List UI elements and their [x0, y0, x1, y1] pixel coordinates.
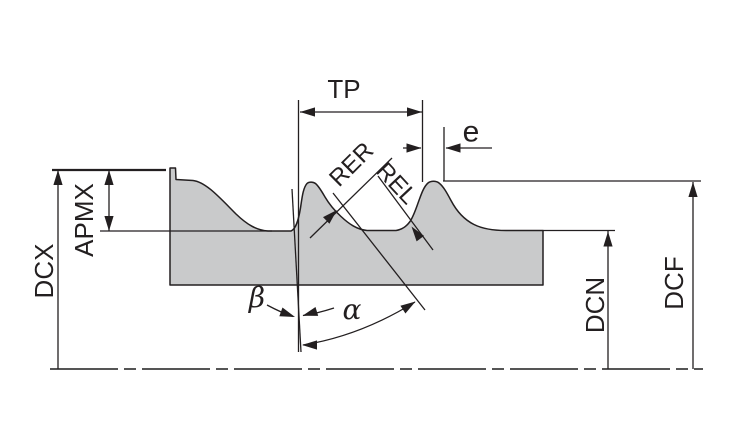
rel-arrowhead-icon: [411, 226, 425, 242]
dcn-arrowhead-icon: [603, 231, 613, 247]
rer-label: RER: [324, 137, 379, 192]
dcn-label: DCN: [580, 277, 610, 333]
tp-label: TP: [327, 74, 360, 104]
tp-right-arrowhead-icon: [407, 107, 422, 117]
rel-leader-line: [377, 175, 434, 251]
beta-label: β: [248, 281, 265, 314]
dcx-label: DCX: [29, 244, 59, 299]
rel-label: REL: [371, 157, 423, 210]
dcf-label: DCF: [659, 256, 689, 309]
beta-right-arrowhead-icon: [302, 307, 319, 316]
beta-left-arrowhead-icon: [279, 307, 295, 317]
tooth-profile-shape: [169, 167, 544, 286]
dcf-arrowhead-icon: [688, 182, 698, 197]
e-left-arrowhead-icon: [406, 143, 422, 153]
apmx-label: APMX: [69, 183, 99, 257]
tp-left-arrowhead-icon: [300, 107, 315, 117]
dcx-arrowhead-icon: [53, 170, 63, 185]
rer-leader-line: [309, 157, 393, 239]
alpha-flank-line: [332, 192, 426, 311]
alpha-right-arrowhead-icon: [400, 301, 416, 314]
alpha-left-arrowhead-icon: [302, 340, 317, 350]
apmx-top-arrowhead-icon: [104, 170, 114, 185]
rer-arrowhead-icon: [323, 210, 337, 224]
e-right-arrowhead-icon: [445, 143, 461, 153]
apmx-bottom-arrowhead-icon: [104, 216, 114, 231]
e-label: e: [463, 116, 480, 149]
beta-flank-line: [291, 188, 302, 353]
alpha-label: α: [343, 293, 362, 326]
